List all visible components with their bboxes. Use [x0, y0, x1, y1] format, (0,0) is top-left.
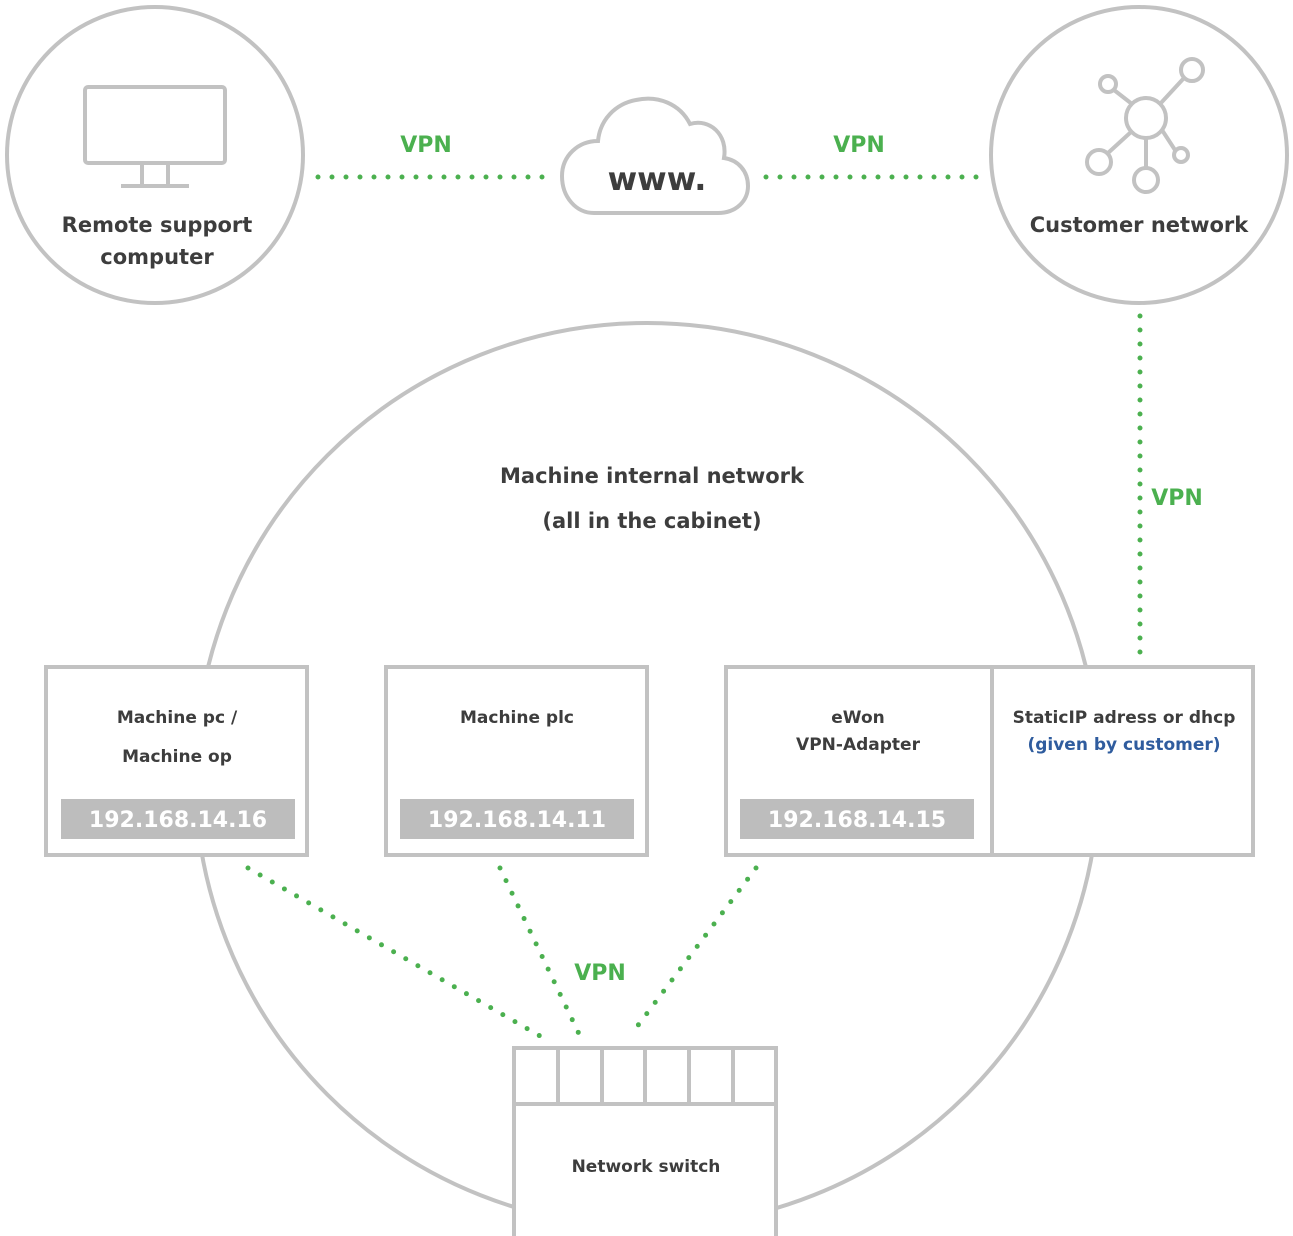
- remote-label-line1: Remote support: [62, 213, 253, 237]
- machine-pc-label-line2: Machine op: [122, 747, 232, 767]
- internal-network-subtitle: (all in the cabinet): [542, 509, 761, 533]
- device-machine-pc: Machine pc / Machine op 192.168.14.16: [44, 665, 309, 857]
- remote-support-node: Remote support computer: [5, 5, 305, 305]
- device-machine-plc: Machine plc 192.168.14.11: [384, 665, 649, 857]
- monitor-icon: [83, 85, 227, 188]
- vpn-link-ewon-switch: [627, 865, 759, 1039]
- cloud-icon: www.: [559, 96, 751, 215]
- remote-label-line2: computer: [100, 245, 214, 269]
- vpn-label-vertical: VPN: [1151, 486, 1203, 511]
- ewon-label-line2: VPN-Adapter: [796, 735, 921, 755]
- vpn-link-pc-switch: [245, 865, 543, 1039]
- vpn-label-right: VPN: [833, 133, 885, 158]
- vpn-label-switch: VPN: [574, 961, 626, 986]
- network-switch: [512, 1046, 778, 1236]
- customer-network-node: Customer network: [989, 5, 1289, 305]
- vpn-label-left: VPN: [400, 133, 452, 158]
- machine-plc-label: Machine plc: [460, 708, 574, 728]
- machine-plc-ip: 192.168.14.11: [428, 808, 606, 833]
- machine-pc-label-line1: Machine pc /: [117, 708, 238, 728]
- machine-plc-ip-bar: [400, 799, 634, 839]
- ewon-ip-bar: [740, 799, 974, 839]
- cloud-label: www.: [608, 160, 707, 198]
- network-hub-icon: [1085, 57, 1205, 194]
- vpn-link-plc-switch: [497, 865, 583, 1039]
- static-ip-label-line2: (given by customer): [1027, 735, 1220, 755]
- device-ewon-adapter: eWon VPN-Adapter 192.168.14.15: [724, 665, 1255, 857]
- ewon-ip: 192.168.14.15: [768, 808, 946, 833]
- internal-network-title: Machine internal network: [500, 464, 805, 488]
- customer-label: Customer network: [1030, 213, 1250, 237]
- static-ip-label-line1: StaticIP adress or dhcp: [1013, 708, 1236, 728]
- ewon-label-line1: eWon: [831, 708, 884, 728]
- network-switch-label: Network switch: [572, 1157, 721, 1177]
- machine-pc-ip: 192.168.14.16: [89, 808, 267, 833]
- machine-pc-ip-bar: [61, 799, 295, 839]
- static-ip-panel: StaticIP adress or dhcp (given by custom…: [1013, 708, 1236, 755]
